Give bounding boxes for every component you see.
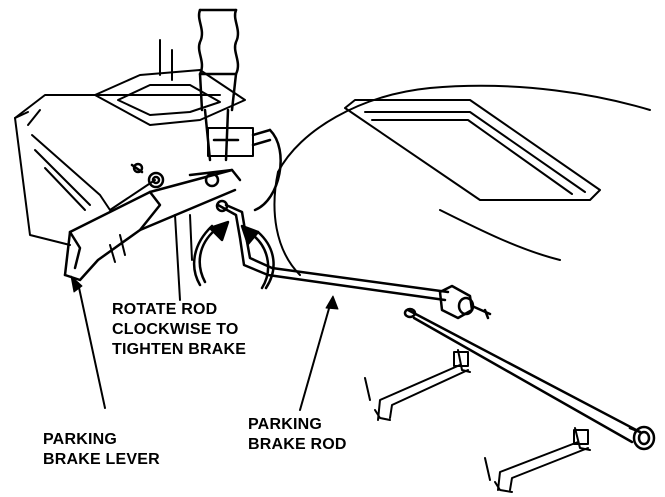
leader-lines — [77, 282, 331, 411]
parking-brake-rod-label: PARKING BRAKE ROD — [248, 415, 347, 455]
rod-line-2: BRAKE ROD — [248, 436, 347, 453]
control-lever — [197, 8, 282, 212]
frame-members — [109, 214, 193, 301]
lever-line-1: PARKING — [43, 431, 117, 448]
rotate-line-2: CLOCKWISE TO — [112, 321, 239, 338]
rod-arrowhead — [325, 295, 339, 310]
lever-line-2: BRAKE LEVER — [43, 451, 160, 468]
rotation-arrow-right — [240, 224, 275, 290]
operator-console — [14, 94, 221, 246]
lever-arrowhead — [70, 275, 83, 293]
parking-brake-lever-label: PARKING BRAKE LEVER — [43, 430, 160, 470]
brake-bracket-right — [484, 427, 591, 493]
parking-brake-rod-shape — [215, 199, 450, 302]
rotation-arrow-left — [192, 220, 230, 287]
deck-plate — [94, 39, 246, 126]
brake-cross-shaft — [403, 307, 656, 451]
parking-brake-lever-shape — [63, 162, 242, 282]
fender-panel — [273, 84, 651, 276]
rod-clevis — [438, 284, 492, 320]
brake-bracket-left — [364, 349, 471, 421]
rod-line-1: PARKING — [248, 416, 322, 433]
rotate-rod-instruction: ROTATE ROD CLOCKWISE TO TIGHTEN BRAKE — [112, 300, 246, 360]
rotate-line-1: ROTATE ROD — [112, 301, 218, 318]
rotate-line-3: TIGHTEN BRAKE — [112, 341, 247, 358]
